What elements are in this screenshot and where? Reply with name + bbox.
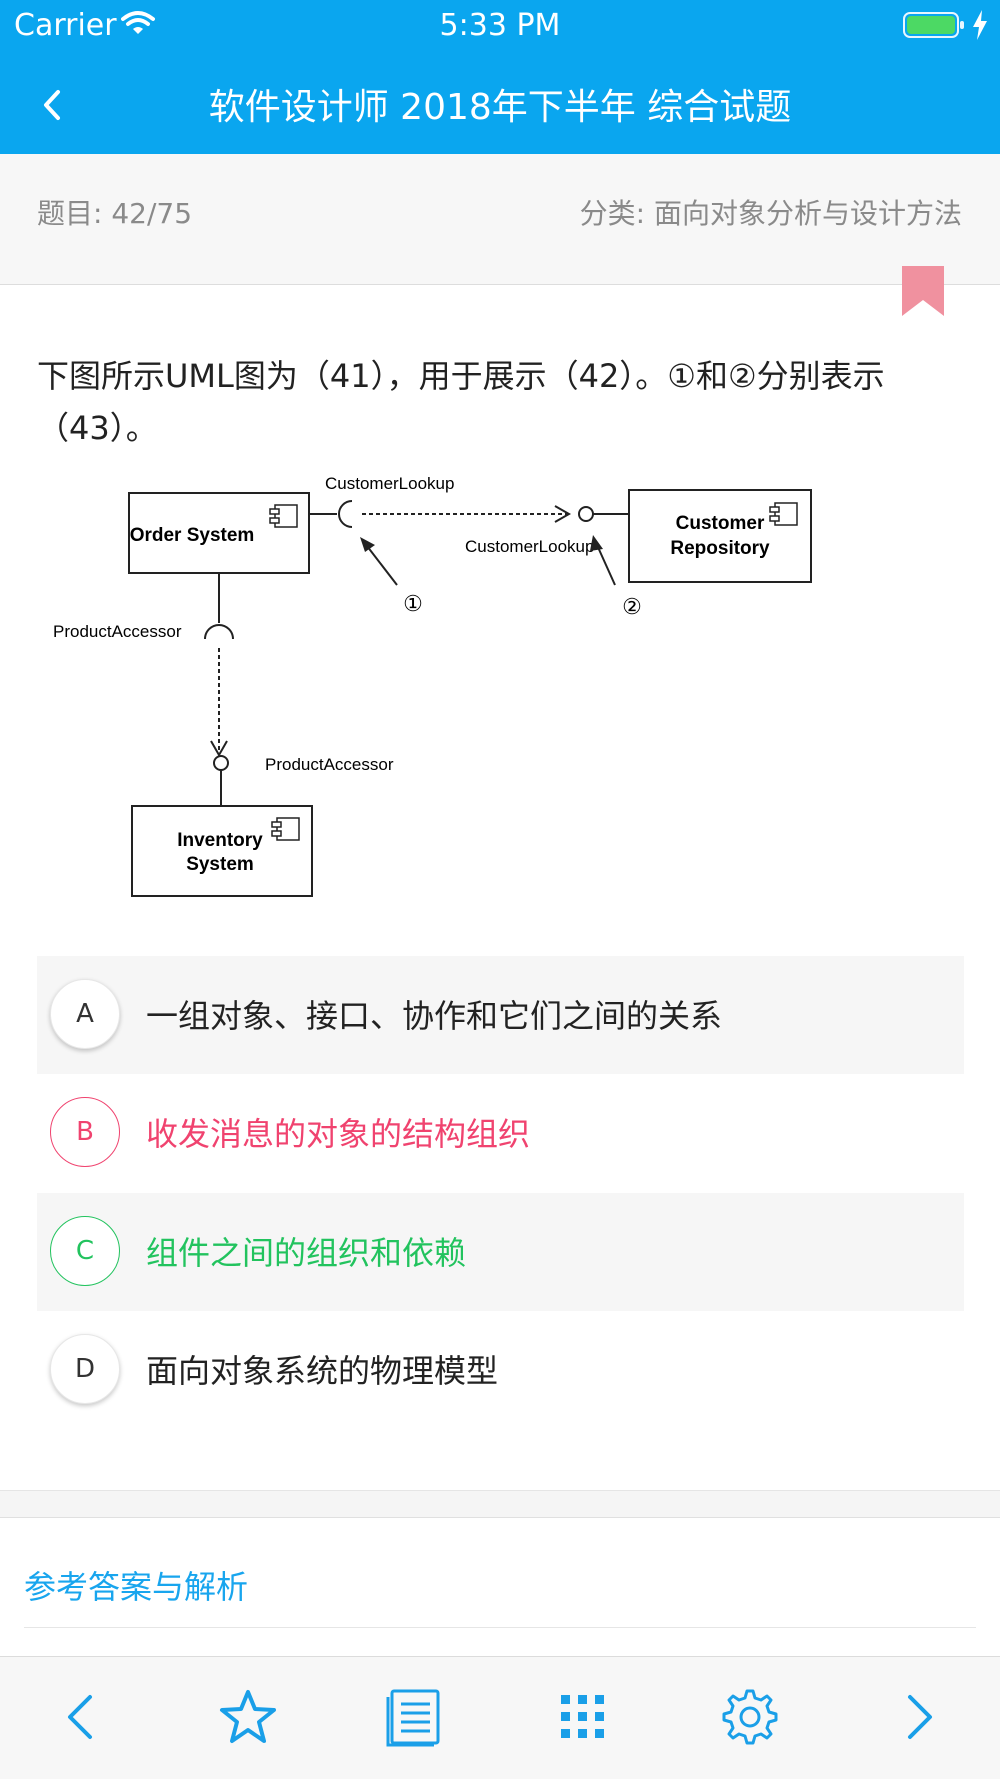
customer-lookup-label-top: CustomerLookup: [325, 474, 454, 493]
option-letter: A: [50, 979, 120, 1049]
customer-repository-label-1: Customer: [676, 513, 765, 534]
battery-icon: [903, 12, 964, 38]
option-text: 收发消息的对象的结构组织: [146, 1115, 531, 1153]
component-icon: [269, 504, 298, 528]
option-d[interactable]: D 面向对象系统的物理模型: [37, 1311, 964, 1429]
back-button[interactable]: [36, 80, 76, 130]
nav-header: Carrier 5:33 PM 软件设计师 2018年下半年 综合试题: [0, 0, 1000, 154]
option-b[interactable]: B 收发消息的对象的结构组织: [37, 1074, 964, 1192]
uml-component-diagram: Order System Customer Repository Invento…: [53, 474, 812, 897]
order-system-label: Order System: [130, 525, 255, 546]
prev-icon[interactable]: [52, 1687, 112, 1747]
marker-1: ①: [403, 591, 423, 616]
option-letter: B: [50, 1097, 120, 1167]
grid-icon[interactable]: [552, 1687, 612, 1747]
option-text: 面向对象系统的物理模型: [146, 1352, 499, 1390]
wifi-icon: [121, 11, 155, 34]
option-letter: C: [50, 1216, 120, 1286]
next-icon[interactable]: [888, 1687, 948, 1747]
inventory-system-label-1: Inventory: [177, 830, 263, 851]
required-interface-socket: [338, 500, 353, 528]
customer-lookup-label-bottom: CustomerLookup: [465, 537, 594, 556]
section-divider: [0, 1490, 1000, 1518]
option-letter: D: [50, 1334, 120, 1404]
star-icon[interactable]: [218, 1687, 278, 1747]
required-interface-socket-2: [204, 624, 234, 640]
question-progress: 题目: 42/75: [37, 197, 193, 230]
analysis-link[interactable]: 参考答案与解析: [24, 1568, 249, 1606]
question-meta: 题目: 42/75 分类: 面向对象分析与设计方法: [0, 154, 1000, 285]
status-time: 5:33 PM: [439, 8, 561, 43]
carrier-label: Carrier: [14, 8, 117, 43]
option-text: 组件之间的组织和依赖: [146, 1234, 467, 1272]
bookmark-icon[interactable]: [902, 266, 944, 316]
component-icon: [271, 817, 300, 841]
component-icon: [769, 502, 798, 526]
question-text: 下图所示UML图为（41），用于展示（42）。①和②分别表示（43）。: [37, 357, 885, 447]
page-title: 软件设计师 2018年下半年 综合试题: [208, 87, 792, 128]
product-accessor-label-left: ProductAccessor: [53, 622, 182, 641]
bottom-toolbar: [0, 1656, 1000, 1779]
option-text: 一组对象、接口、协作和它们之间的关系: [146, 997, 723, 1035]
settings-icon[interactable]: [720, 1687, 780, 1747]
provided-interface-ball-2: [213, 755, 229, 771]
question-category: 分类: 面向对象分析与设计方法: [579, 197, 962, 230]
option-a[interactable]: A 一组对象、接口、协作和它们之间的关系: [37, 956, 964, 1074]
charging-icon: [973, 10, 987, 40]
product-accessor-label-bottom: ProductAccessor: [265, 755, 394, 774]
provided-interface-ball: [578, 506, 594, 522]
answer-sheet-icon[interactable]: [385, 1687, 445, 1747]
divider: [24, 1627, 976, 1628]
customer-repository-label-2: Repository: [670, 538, 770, 559]
option-c[interactable]: C 组件之间的组织和依赖: [37, 1193, 964, 1311]
marker-2: ②: [622, 594, 642, 619]
inventory-system-label-2: System: [186, 854, 254, 875]
status-bar: Carrier 5:33 PM: [0, 0, 1000, 50]
